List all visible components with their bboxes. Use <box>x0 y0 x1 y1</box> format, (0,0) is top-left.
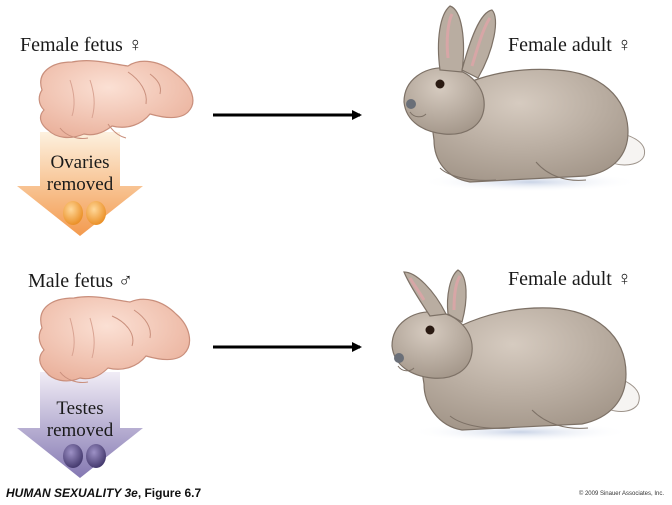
testis-left <box>63 444 83 468</box>
female-adult-rabbit-2 <box>391 269 640 442</box>
figure-number: , Figure 6.7 <box>137 486 202 500</box>
testes-text: Testes <box>56 398 104 419</box>
male-symbol-icon: ♂ <box>117 270 133 292</box>
female-fetus-label: Female fetus ♀ <box>20 34 143 57</box>
female-adult-label-2: Female adult ♀ <box>508 268 632 291</box>
female-symbol-icon: ♀ <box>616 34 632 56</box>
book-title: HUMAN SEXUALITY 3e <box>6 486 138 500</box>
testes-removed-arrow <box>17 372 143 478</box>
female-fetus-illustration <box>38 60 194 139</box>
female-symbol-icon: ♀ <box>127 34 143 56</box>
female-adult-text-2: Female adult <box>508 268 612 290</box>
male-fetus-illustration <box>38 296 191 383</box>
figure-caption: HUMAN SEXUALITY 3e, Figure 6.7 <box>6 486 201 500</box>
female-adult-label-1: Female adult ♀ <box>508 34 632 57</box>
removed-text-2: removed <box>46 420 114 441</box>
ovaries-text: Ovaries <box>50 152 110 173</box>
copyright-notice: © 2009 Sinauer Associates, Inc. <box>578 491 664 497</box>
female-fetus-text: Female fetus <box>20 34 123 56</box>
ovary-right <box>86 201 106 225</box>
ovaries-removed-label: Ovaries removed <box>40 152 120 196</box>
male-fetus-text: Male fetus <box>28 270 113 292</box>
male-fetus-label: Male fetus ♂ <box>28 270 133 293</box>
female-symbol-icon: ♀ <box>616 268 632 290</box>
ovaries-removed-arrow <box>17 132 143 236</box>
female-adult-text-1: Female adult <box>508 34 612 56</box>
female-adult-rabbit-1 <box>403 5 646 192</box>
removed-text-1: removed <box>46 174 114 195</box>
testes-removed-label: Testes removed <box>40 398 120 442</box>
ovary-left <box>63 201 83 225</box>
testis-right <box>86 444 106 468</box>
